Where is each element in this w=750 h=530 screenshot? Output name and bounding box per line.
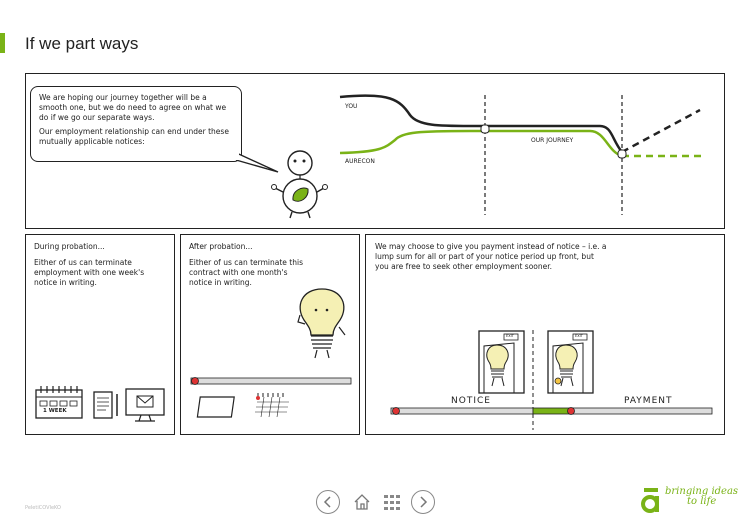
label-our-journey: OUR JOURNEY bbox=[531, 137, 574, 144]
probation-heading: During probation... bbox=[34, 242, 105, 251]
aurecon-logo bbox=[640, 488, 662, 518]
label-notice: NOTICE bbox=[451, 396, 491, 406]
grid-icon bbox=[384, 495, 400, 510]
aurecon-logo-icon bbox=[641, 488, 659, 513]
next-button[interactable] bbox=[411, 490, 435, 514]
bubble-text-1: We are hoping our journey together will … bbox=[39, 93, 227, 122]
bubble-text-2: Our employment relationship can end unde… bbox=[39, 127, 229, 146]
calendar-label: 1 WEEK bbox=[43, 408, 67, 414]
probation-body: Either of us can terminate employment wi… bbox=[34, 258, 145, 287]
home-button[interactable] bbox=[350, 490, 374, 514]
label-payment: PAYMENT bbox=[624, 396, 673, 406]
previous-button[interactable] bbox=[316, 490, 340, 514]
label-you: YOU bbox=[345, 103, 358, 110]
chevron-left-icon bbox=[323, 496, 331, 508]
tagline-line-2: to life bbox=[687, 496, 717, 507]
tagline-line-1: bringing ideas bbox=[665, 486, 739, 497]
home-icon bbox=[354, 494, 370, 510]
exit-sign-right: EXIT bbox=[575, 334, 583, 338]
page-title: If we part ways bbox=[25, 34, 139, 53]
speech-bubble: We are hoping our journey together will … bbox=[30, 86, 242, 162]
footer-code: PeletiCOVIeKO bbox=[25, 505, 61, 511]
payment-panel bbox=[365, 234, 725, 435]
after-body: Either of us can terminate this contract… bbox=[189, 258, 303, 287]
after-heading: After probation... bbox=[189, 242, 253, 251]
brand-tagline: bringing ideas to life bbox=[665, 487, 738, 507]
chevron-right-icon bbox=[420, 496, 428, 508]
label-aurecon: AURECON bbox=[345, 158, 375, 165]
payment-body: We may choose to give you payment instea… bbox=[375, 242, 607, 271]
title-accent-bar bbox=[0, 33, 5, 53]
exit-sign-left: EXIT bbox=[506, 334, 514, 338]
menu-grid-button[interactable] bbox=[380, 490, 404, 514]
